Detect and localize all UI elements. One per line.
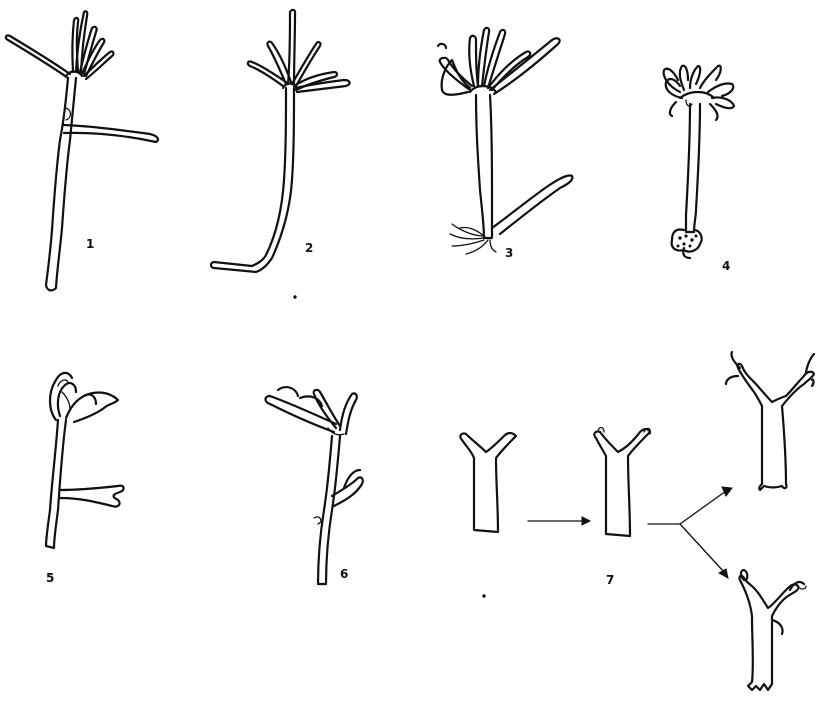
label-7: 7 bbox=[606, 573, 614, 587]
specimen-5 bbox=[46, 373, 124, 548]
specimen-3 bbox=[438, 28, 572, 254]
label-6: 6 bbox=[340, 567, 348, 581]
specimen-1 bbox=[6, 11, 158, 290]
speck bbox=[483, 595, 485, 597]
label-5: 5 bbox=[46, 571, 54, 585]
specimen-7-sequence bbox=[460, 352, 814, 690]
arrow-2-up bbox=[680, 491, 726, 524]
speck bbox=[294, 296, 296, 298]
specimen-4 bbox=[664, 66, 734, 258]
specimen-2 bbox=[211, 10, 350, 272]
label-1: 1 bbox=[86, 237, 94, 251]
arrow-2-down bbox=[680, 524, 724, 572]
label-2: 2 bbox=[305, 241, 313, 255]
label-4: 4 bbox=[722, 259, 730, 273]
specimen-6 bbox=[266, 387, 363, 584]
label-3: 3 bbox=[505, 246, 513, 260]
